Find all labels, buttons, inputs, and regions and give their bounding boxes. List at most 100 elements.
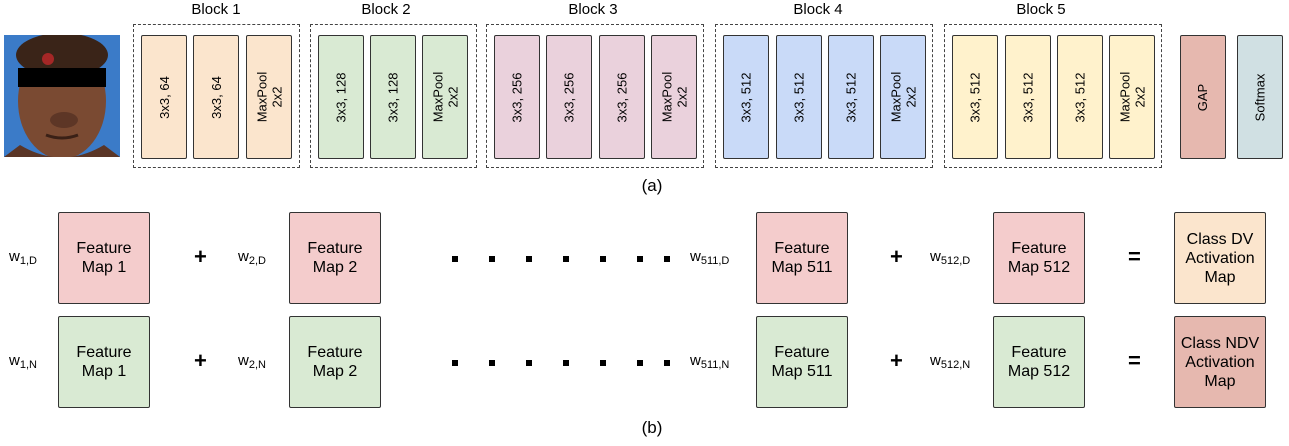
weight-subscript: 1,N	[19, 359, 37, 371]
layer-label: 3x3, 256	[509, 72, 525, 122]
ellipsis-dot	[489, 256, 495, 262]
conv-layer-box: 3x3, 512	[1057, 35, 1103, 159]
block-title: Block 2	[361, 1, 411, 18]
weight-subscript: 512,N	[940, 359, 971, 371]
conv-layer-box: MaxPool 2x2	[246, 35, 292, 159]
block-dashed-border	[715, 24, 933, 168]
equals-sign: =	[1128, 244, 1141, 269]
weight-symbol: w	[690, 352, 701, 369]
layer-label: 3x3, 64	[208, 75, 224, 119]
layer-label: 3x3, 128	[333, 72, 349, 122]
layer-label: MaxPool 2x2	[1117, 71, 1148, 123]
block-dashed-border	[310, 24, 477, 168]
layer-label: 3x3, 128	[385, 72, 401, 122]
weight-label: w511,D	[690, 248, 729, 267]
layer-label: MaxPool 2x2	[430, 71, 461, 123]
weight-label: w511,N	[690, 352, 729, 371]
layer-label: MaxPool 2x2	[254, 71, 285, 123]
weight-label: w2,N	[238, 352, 266, 371]
weight-subscript: 1,D	[19, 255, 37, 267]
layer-label: 3x3, 512	[843, 72, 859, 122]
plus-sign: +	[890, 244, 903, 269]
weight-label: w512,N	[930, 352, 970, 371]
layer-label: MaxPool 2x2	[659, 71, 690, 123]
layer-label: GAP	[1195, 83, 1211, 111]
conv-layer-box: 3x3, 128	[370, 35, 416, 159]
class-ndv-activation-map: Class NDV Activation Map	[1174, 316, 1266, 408]
plus-sign: +	[194, 348, 207, 373]
weight-symbol: w	[238, 248, 249, 265]
ellipsis-dot	[563, 256, 569, 262]
block-title: Block 3	[568, 1, 618, 18]
ellipsis-dot	[664, 256, 670, 262]
layer-label: 3x3, 512	[738, 72, 754, 122]
block-dashed-border	[486, 24, 704, 168]
plus-sign: +	[890, 348, 903, 373]
feature-map-box: Feature Map 2	[289, 316, 381, 408]
plus-sign: +	[194, 244, 207, 269]
weight-subscript: 511,N	[700, 359, 730, 371]
conv-layer-box: 3x3, 512	[723, 35, 769, 159]
weight-label: w2,D	[238, 248, 266, 267]
weight-symbol: w	[690, 248, 701, 265]
weight-label: w512,D	[930, 248, 970, 267]
block-dashed-border	[133, 24, 300, 168]
caption-b: (b)	[641, 418, 663, 437]
weight-subscript: 2,N	[248, 359, 266, 371]
layer-label: 3x3, 512	[791, 72, 807, 122]
layer-label: Softmax	[1252, 73, 1268, 121]
weight-symbol: w	[9, 248, 20, 265]
ellipsis-dot	[637, 256, 643, 262]
conv-layer-box: 3x3, 256	[546, 35, 592, 159]
feature-map-box: Feature Map 512	[993, 316, 1085, 408]
caption-a: (a)	[641, 176, 663, 195]
conv-layer-box: 3x3, 512	[1005, 35, 1051, 159]
block-title: Block 5	[1016, 1, 1066, 18]
weight-subscript: 2,D	[248, 255, 266, 267]
layer-label: 3x3, 256	[561, 72, 577, 122]
conv-layer-box: 3x3, 64	[193, 35, 239, 159]
feature-map-box: Feature Map 511	[756, 316, 848, 408]
layer-label: 3x3, 512	[1072, 72, 1088, 122]
block-title: Block 4	[793, 1, 843, 18]
ellipsis-dot	[637, 360, 643, 366]
ellipsis-dot	[452, 360, 458, 366]
input-face-image	[4, 35, 120, 157]
conv-layer-box: 3x3, 64	[141, 35, 187, 159]
weight-subscript: 511,D	[700, 255, 730, 267]
weight-symbol: w	[930, 248, 941, 265]
conv-layer-box: 3x3, 256	[599, 35, 645, 159]
feature-map-box: Feature Map 1	[58, 316, 150, 408]
conv-layer-box: MaxPool 2x2	[880, 35, 926, 159]
ellipsis-dot	[489, 360, 495, 366]
feature-map-box: Feature Map 511	[756, 212, 848, 304]
ellipsis-dot	[600, 256, 606, 262]
layer-label: 3x3, 512	[1020, 72, 1036, 122]
equals-sign: =	[1128, 348, 1141, 373]
conv-layer-box: 3x3, 512	[828, 35, 874, 159]
weight-label: w1,D	[9, 248, 37, 267]
conv-layer-box: MaxPool 2x2	[422, 35, 468, 159]
block-title: Block 1	[191, 1, 241, 18]
conv-layer-box: 3x3, 512	[952, 35, 998, 159]
layer-label: MaxPool 2x2	[888, 71, 919, 123]
ellipsis-dot	[600, 360, 606, 366]
weight-subscript: 512,D	[940, 255, 971, 267]
layer-label: 3x3, 256	[614, 72, 630, 122]
conv-layer-box: 3x3, 128	[318, 35, 364, 159]
ellipsis-dot	[526, 360, 532, 366]
weight-symbol: w	[930, 352, 941, 369]
ellipsis-dot	[526, 256, 532, 262]
feature-map-box: Feature Map 1	[58, 212, 150, 304]
weight-label: w1,N	[9, 352, 37, 371]
class-dv-activation-map: Class DV Activation Map	[1174, 212, 1266, 304]
conv-layer-box: 3x3, 512	[776, 35, 822, 159]
weight-symbol: w	[9, 352, 20, 369]
layer-label: 3x3, 64	[156, 75, 172, 119]
weight-symbol: w	[238, 352, 249, 369]
conv-layer-box: MaxPool 2x2	[651, 35, 697, 159]
ellipsis-dot	[563, 360, 569, 366]
feature-map-box: Feature Map 512	[993, 212, 1085, 304]
block-dashed-border	[944, 24, 1162, 168]
gap-layer-box: GAP	[1180, 35, 1226, 159]
